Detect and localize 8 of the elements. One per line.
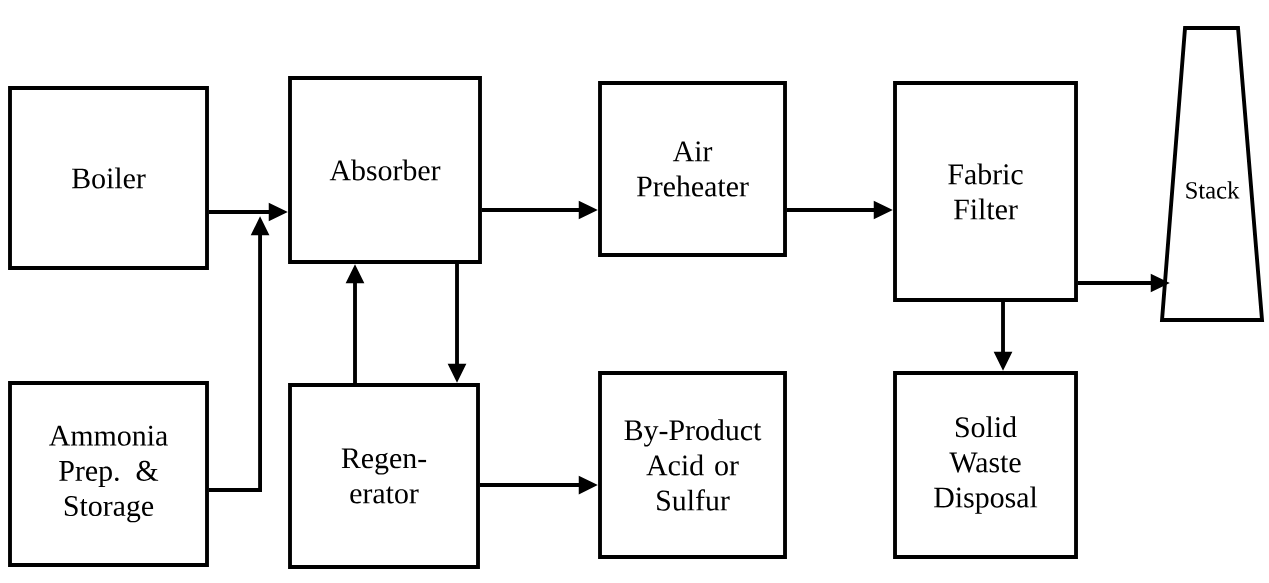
process-box: Fabric Filter [893, 81, 1078, 302]
process-box: By-Product Acid or Sulfur [598, 371, 787, 559]
process-box: Regen- erator [288, 383, 480, 569]
process-box: Absorber [288, 76, 482, 264]
process-box: Solid Waste Disposal [893, 371, 1078, 559]
process-box: Ammonia Prep. & Storage [8, 381, 209, 567]
process-box: Boiler [8, 86, 209, 270]
process-box: Air Preheater [598, 81, 787, 257]
